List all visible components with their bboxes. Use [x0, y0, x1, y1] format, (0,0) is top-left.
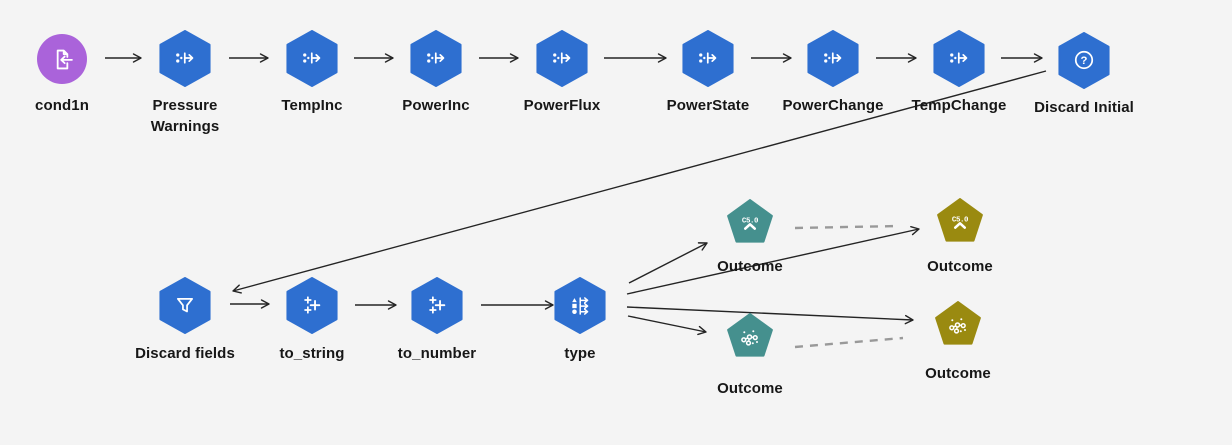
document-import-icon	[36, 33, 88, 85]
node-pressure-warnings[interactable]	[159, 29, 211, 87]
edge-outcome-c50-model-to-outcome-c50-nugget[interactable]	[794, 224, 900, 230]
derive-icon	[536, 30, 588, 87]
svg-text:C5.0: C5.0	[952, 216, 969, 224]
node-powerstate[interactable]	[682, 29, 734, 87]
network-icon	[934, 301, 982, 346]
node-label-discard-initial: Discard Initial	[1034, 99, 1134, 116]
node-tempinc[interactable]	[286, 29, 338, 87]
edge-type-to-outcome-c50-nugget[interactable]	[626, 226, 920, 295]
edge-type-to-outcome-net-model[interactable]	[627, 315, 707, 336]
node-label-outcome-net-model: Outcome	[717, 380, 783, 397]
node-label-powerstate: PowerState	[666, 97, 750, 114]
c50-icon: C5.0	[726, 199, 774, 244]
node-label-powerflux: PowerFlux	[523, 97, 601, 114]
derive-icon	[682, 30, 734, 87]
node-cond1n[interactable]	[36, 33, 88, 85]
derive-icon	[286, 30, 338, 87]
node-powerflux[interactable]	[536, 29, 588, 87]
node-outcome-net-model[interactable]	[726, 312, 774, 358]
filter-icon	[159, 277, 211, 334]
filler-icon	[286, 277, 338, 334]
node-type[interactable]	[554, 276, 606, 334]
derive-icon	[159, 30, 211, 87]
derive-icon	[807, 30, 859, 87]
node-label-type: type	[564, 345, 596, 362]
node-outcome-c50-nugget[interactable]: C5.0	[936, 197, 984, 243]
node-outcome-net-nugget[interactable]	[934, 300, 982, 346]
node-powerinc[interactable]	[410, 29, 462, 87]
node-label-outcome-c50-model: Outcome	[717, 258, 783, 275]
filler-icon	[411, 277, 463, 334]
node-label-to-string: to_string	[279, 345, 345, 362]
node-label-powerchange: PowerChange	[782, 97, 884, 114]
node-discard-fields[interactable]	[159, 276, 211, 334]
node-label-to-number: to_number	[397, 345, 477, 362]
edge-type-to-outcome-net-nugget[interactable]	[626, 306, 914, 325]
c50-icon: C5.0	[936, 198, 984, 243]
node-powerchange[interactable]	[807, 29, 859, 87]
node-label-discard-fields: Discard fields	[135, 345, 235, 362]
node-label-pressure-warnings: Pressure Warnings	[150, 97, 220, 135]
edge-type-to-outcome-c50-model[interactable]	[628, 242, 708, 284]
type-icon	[554, 277, 606, 334]
derive-icon	[933, 30, 985, 87]
edge-outcome-net-model-to-outcome-net-nugget[interactable]	[794, 336, 904, 349]
node-discard-initial[interactable]: ?	[1058, 31, 1110, 89]
derive-icon	[410, 30, 462, 87]
node-label-outcome-c50-nugget: Outcome	[927, 258, 993, 275]
node-tempchange[interactable]	[933, 29, 985, 87]
node-label-outcome-net-nugget: Outcome	[925, 365, 991, 382]
node-outcome-c50-model[interactable]: C5.0	[726, 198, 774, 244]
svg-text:C5.0: C5.0	[742, 217, 759, 225]
node-label-tempchange: TempChange	[911, 97, 1007, 114]
question-icon: ?	[1058, 32, 1110, 89]
node-label-cond1n: cond1n	[35, 97, 89, 114]
network-icon	[726, 313, 774, 358]
node-label-powerinc: PowerInc	[402, 97, 470, 114]
svg-text:?: ?	[1081, 55, 1088, 67]
node-to-number[interactable]	[411, 276, 463, 334]
edge-discard-initial-to-discard-fields[interactable]	[232, 70, 1047, 294]
node-label-tempinc: TempInc	[281, 97, 343, 114]
node-to-string[interactable]	[286, 276, 338, 334]
